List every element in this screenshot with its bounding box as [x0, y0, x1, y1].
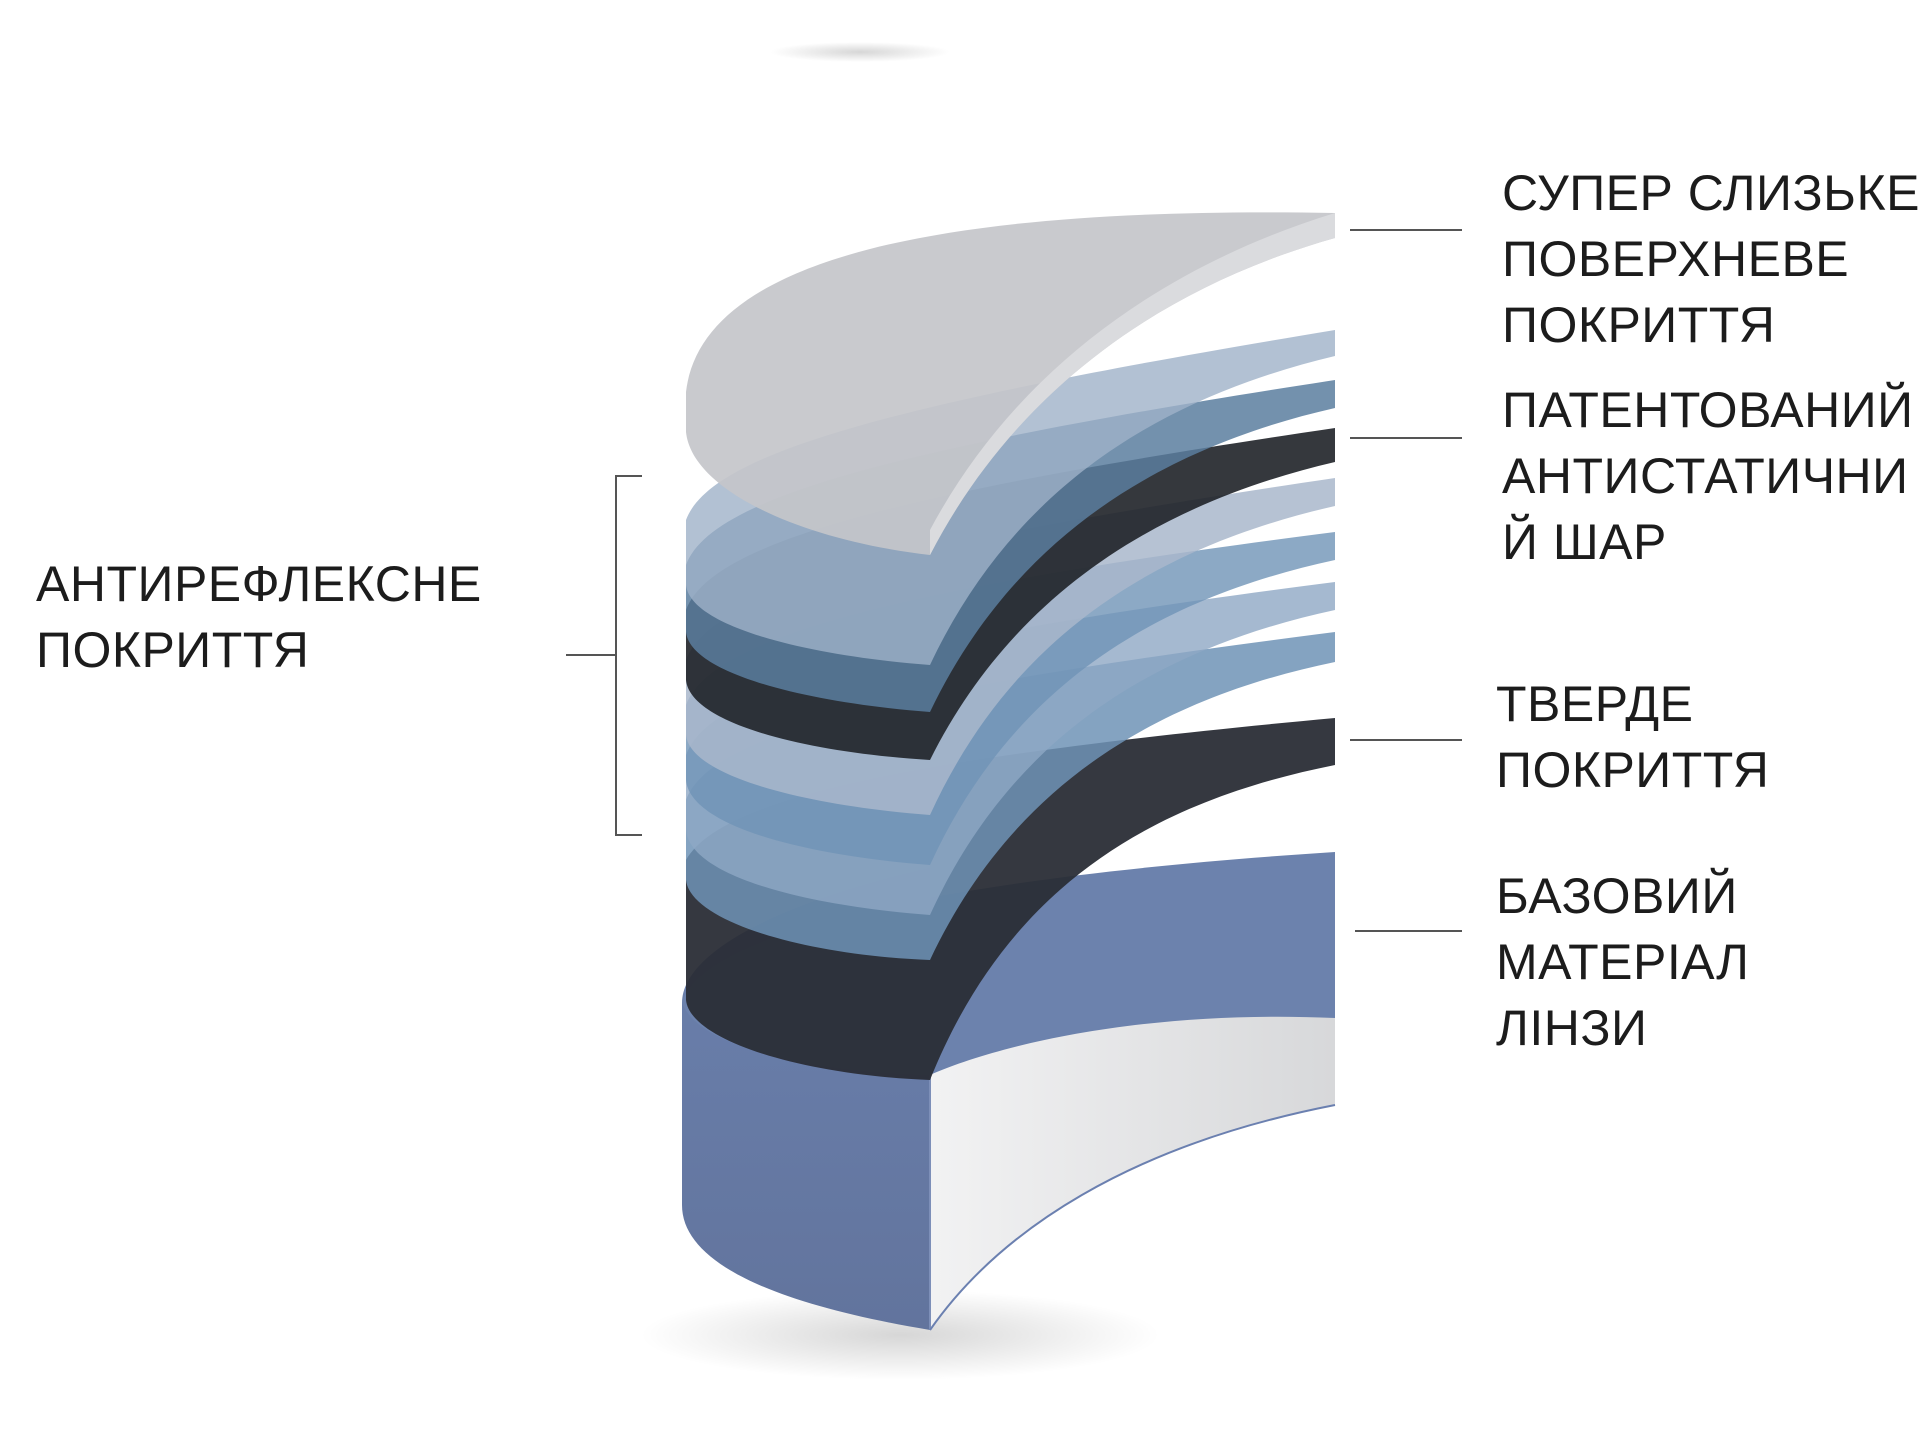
label-line: ПАТЕНТОВАНИЙ	[1502, 382, 1914, 438]
label-line: БАЗОВИЙ	[1496, 868, 1738, 924]
label-anti-reflective-coating: АНТИРЕФЛЕКСНЕ ПОКРИТТЯ	[36, 551, 482, 683]
label-line: АНТИРЕФЛЕКСНЕ	[36, 556, 482, 612]
super-slick-layer	[686, 212, 1335, 555]
label-hard-coating: ТВЕРДЕ ПОКРИТТЯ	[1496, 671, 1769, 803]
label-line: ТВЕРДЕ	[1496, 676, 1694, 732]
anti-reflective-bracket	[615, 475, 642, 836]
label-line: АНТИСТАТИЧНИ	[1502, 448, 1909, 504]
shadow-top	[770, 42, 950, 62]
label-line: ПОВЕРХНЕВЕ	[1502, 231, 1850, 287]
label-super-slick-coating: СУПЕР СЛИЗЬКЕ ПОВЕРХНЕВЕ ПОКРИТТЯ	[1502, 160, 1920, 358]
label-line: ПОКРИТТЯ	[1496, 742, 1770, 798]
shadow-bottom	[640, 1290, 1160, 1380]
label-line: ПОКРИТТЯ	[1502, 297, 1776, 353]
label-line: ПОКРИТТЯ	[36, 622, 310, 678]
label-line: СУПЕР СЛИЗЬКЕ	[1502, 165, 1920, 221]
label-line: МАТЕРІАЛ	[1496, 934, 1750, 990]
label-antistatic-layer: ПАТЕНТОВАНИЙ АНТИСТАТИЧНИ Й ШАР	[1502, 377, 1914, 575]
leader-lines	[566, 229, 1462, 932]
label-line: Й ШАР	[1502, 514, 1667, 570]
label-line: ЛІНЗИ	[1496, 1000, 1648, 1056]
anti-reflective-stack	[686, 330, 1335, 960]
label-base-material: БАЗОВИЙ МАТЕРІАЛ ЛІНЗИ	[1496, 863, 1750, 1061]
